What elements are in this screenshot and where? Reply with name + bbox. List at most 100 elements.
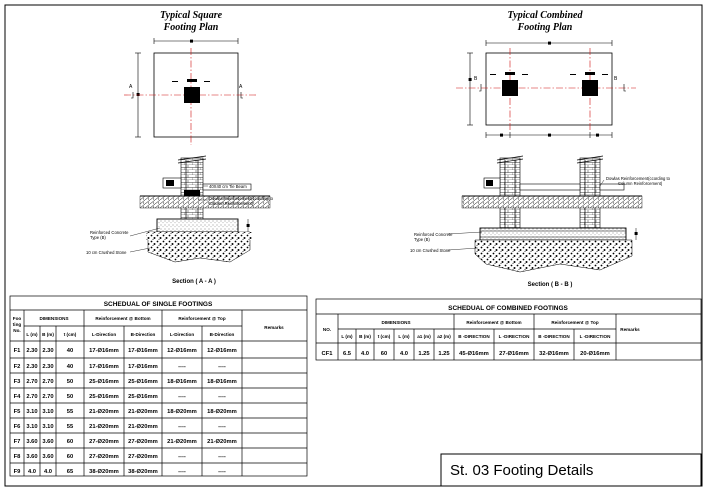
single-sub-header: t (cm) <box>64 332 77 337</box>
table-cell: 6.5 <box>343 351 352 357</box>
plan-single-footing: Typical Square Footing Plan A A <box>124 10 256 145</box>
table-cell: 3.10 <box>42 424 53 430</box>
table-cell: 25-Ø16mm <box>89 379 119 385</box>
combined-footing-outline <box>485 52 613 126</box>
table-cell: 3.10 <box>26 424 37 430</box>
table-cell: 3.60 <box>42 454 53 460</box>
plan-single-title-2: Footing Plan <box>163 22 219 33</box>
table-cell: 38-Ø20mm <box>89 469 119 475</box>
single-h-dimensions: DIMENSIONS <box>39 316 68 321</box>
single-sub-header: L-Direction <box>170 332 194 337</box>
single-h-bottom: Reinforcement @ Bottom <box>95 316 150 321</box>
table-cell: 3.10 <box>26 409 37 415</box>
single-h-remarks: Remarks <box>264 325 284 330</box>
combined-h-dimensions: DIMENSIONS <box>381 320 410 325</box>
section-b-b: Dowlas Reinforcement(ccording to Column … <box>410 155 671 288</box>
single-h-footing-1: Foo <box>13 316 22 321</box>
section-a-a: 40X40 cm Tie Beam Dowlas Reinforcement(c… <box>86 155 274 285</box>
table-cell: CF1 <box>322 351 334 357</box>
table-cell: 27-Ø20mm <box>128 454 158 460</box>
combined-sub-header: B -DIRECTION <box>458 334 490 339</box>
table-cell: 27-Ø20mm <box>128 439 158 445</box>
note-rc-b-2: Type (B) <box>414 237 430 242</box>
table-cell: 2.30 <box>42 364 53 370</box>
table-cell: ---- <box>178 364 186 370</box>
table-cell: F9 <box>14 469 22 475</box>
note-dowels-a-1: Dowlas Reinforcement(ccording to <box>209 196 274 201</box>
table-cell: 21-Ø20mm <box>167 439 197 445</box>
plan-combined-title-2: Footing Plan <box>517 22 573 33</box>
table-cell: 40 <box>67 364 73 370</box>
table-cell: ---- <box>178 454 186 460</box>
plan-single-mark-right: A <box>239 84 243 90</box>
note-dowels-b-2: Column Reinforcement) <box>618 181 663 186</box>
section-a-caption: Section ( A - A ) <box>172 279 216 285</box>
table-cell: F3 <box>14 379 22 385</box>
single-h-footing-2: ting <box>13 322 22 327</box>
single-column <box>184 87 200 103</box>
single-sub-header: B-Direction <box>210 332 235 337</box>
table-cell: 55 <box>67 409 74 415</box>
table-cell: 21-Ø20mm <box>128 424 158 430</box>
single-sub-header: B-Direction <box>131 332 156 337</box>
table-cell: 3.60 <box>42 439 53 445</box>
title-block <box>440 453 702 487</box>
combined-sub-header: a1 (m) <box>417 334 431 339</box>
table-cell: 27-Ø20mm <box>89 439 119 445</box>
table-cell: 12-Ø16mm <box>207 348 237 354</box>
table-cell: 2.30 <box>42 348 53 354</box>
table-cell: 17-Ø16mm <box>89 348 119 354</box>
note-tie-beam: 40X40 cm Tie Beam <box>209 184 247 189</box>
combined-footing-table <box>315 298 702 361</box>
note-rc-a-2: Type (B) <box>90 235 106 240</box>
table-cell: ---- <box>218 454 226 460</box>
table-cell: 25-Ø16mm <box>128 394 158 400</box>
table-cell: 18-Ø20mm <box>207 409 237 415</box>
plan-combined-mark-left: B <box>474 76 478 82</box>
table-cell: 50 <box>67 394 73 400</box>
plan-single-title-1: Typical Square <box>160 10 223 21</box>
table-cell: 1.25 <box>438 351 450 357</box>
table-cell: 2.70 <box>26 394 37 400</box>
single-sub-header: B (m) <box>42 332 54 337</box>
table-cell: 4.0 <box>28 469 36 475</box>
table-cell: 27-Ø20mm <box>89 454 119 460</box>
single-h-top: Reinforcement @ Top <box>178 316 225 321</box>
table-cell: 2.30 <box>26 348 37 354</box>
single-footing-table <box>9 295 308 477</box>
table-cell: 2.70 <box>42 379 53 385</box>
combined-footing-table-text: SCHEDUAL OF COMBINED FOOTINGS NO. DIMENS… <box>322 305 641 357</box>
note-stone-a: 10 cm Crushed Stone <box>86 250 127 255</box>
table-cell: 21-Ø20mm <box>128 409 158 415</box>
table-cell: ---- <box>218 469 226 475</box>
table-cell: 32-Ø16mm <box>539 351 569 357</box>
table-cell: 17-Ø16mm <box>128 364 158 370</box>
table-cell: F5 <box>14 409 22 415</box>
combined-sub-header: L (m) <box>341 334 353 339</box>
sheet-border <box>4 4 703 487</box>
table-cell: 21-Ø20mm <box>89 424 119 430</box>
section-b-caption: Section ( B - B ) <box>528 282 573 288</box>
single-sub-header: L-Direction <box>92 332 116 337</box>
single-sub-header: L (m) <box>26 332 38 337</box>
note-rc-a-1: Reinforced Concrete <box>90 230 129 235</box>
table-cell: 3.10 <box>42 409 53 415</box>
table-cell: 4.0 <box>361 351 369 357</box>
note-rc-b-1: Reinforced Concrete <box>414 232 453 237</box>
combined-sub-header: t (cm) <box>378 334 391 339</box>
table-cell: 38-Ø20mm <box>128 469 158 475</box>
plan-combined-mark-right: B <box>614 76 618 82</box>
table-cell: ---- <box>218 364 226 370</box>
table-cell: ---- <box>178 469 186 475</box>
note-dowels-b-1: Dowlas Reinforcement(ccording to <box>606 176 671 181</box>
combined-table-title: SCHEDUAL OF COMBINED FOOTINGS <box>448 305 568 312</box>
combined-h-top: Reinforcement @ Top <box>551 320 598 325</box>
table-cell: ---- <box>218 394 226 400</box>
